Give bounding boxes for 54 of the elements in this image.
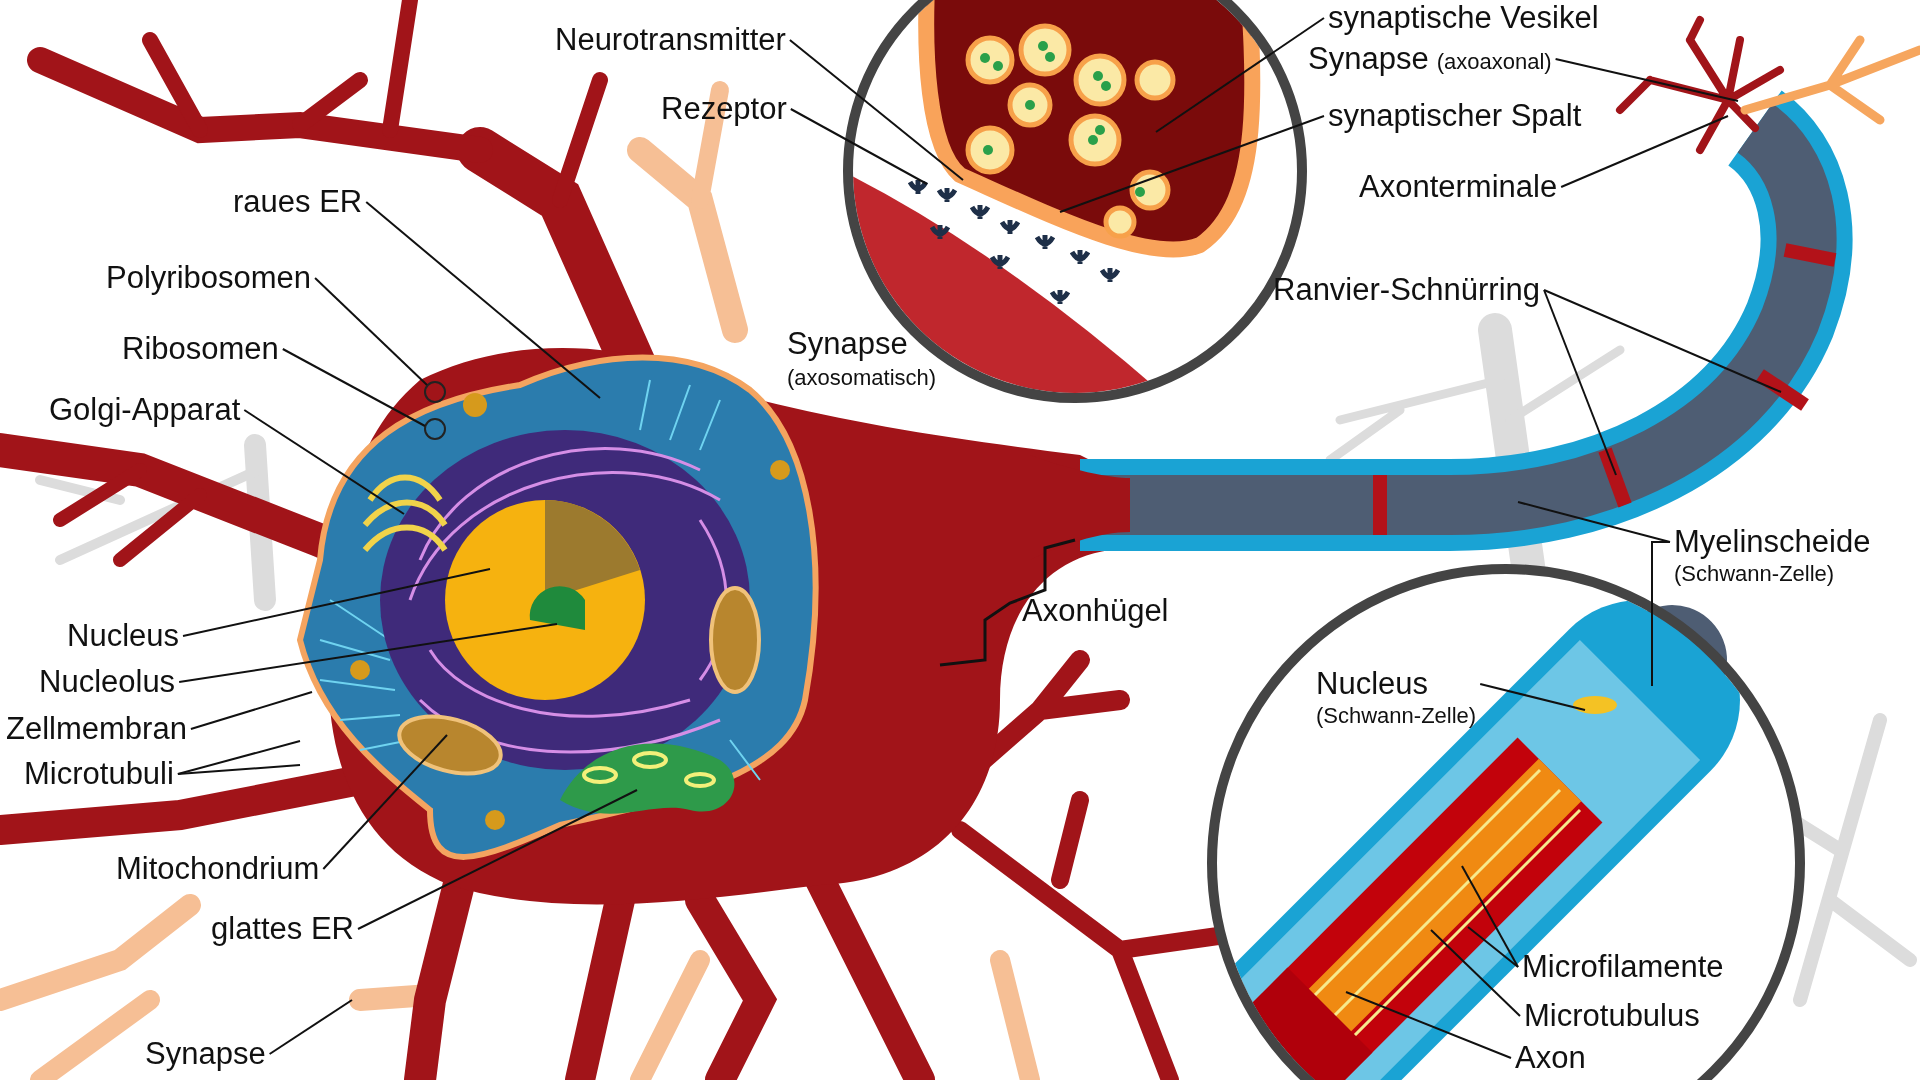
part-sublabel: (Schwann-Zelle) bbox=[1316, 702, 1477, 730]
part-label: Ranvier-Schnürring bbox=[1273, 272, 1541, 308]
part-label: Synapse bbox=[787, 326, 908, 362]
leader-line bbox=[357, 789, 638, 930]
part-label: Rezeptor bbox=[661, 91, 787, 127]
leader-line bbox=[1461, 865, 1519, 968]
leader-line bbox=[322, 734, 448, 870]
part-label: Nucleus bbox=[1316, 666, 1429, 702]
part-label: Microfilamente bbox=[1522, 949, 1724, 985]
part-label: Axonhügel bbox=[1022, 593, 1169, 629]
leader-line bbox=[1560, 115, 1729, 188]
leader-line bbox=[1554, 58, 1739, 102]
part-label: Microtubulus bbox=[1524, 998, 1700, 1034]
part-label: Polyribosomen bbox=[106, 260, 312, 296]
part-label: Myelinscheide bbox=[1674, 524, 1871, 560]
part-label: Golgi-Apparat bbox=[49, 392, 241, 428]
leader-line bbox=[189, 691, 313, 730]
leader-line bbox=[788, 39, 964, 181]
part-label: raues ER bbox=[233, 184, 363, 220]
leader-line bbox=[1651, 541, 1671, 687]
leader-line bbox=[1155, 17, 1325, 133]
leader-line bbox=[789, 108, 928, 185]
leader-line bbox=[1543, 289, 1617, 476]
part-label: Neurotransmitter bbox=[555, 22, 786, 58]
part-label: Synapse bbox=[145, 1036, 266, 1072]
part-sublabel: (axoaxonal) bbox=[1436, 48, 1552, 76]
leader-line bbox=[268, 999, 353, 1055]
leader-line bbox=[182, 568, 491, 637]
part-sublabel: (Schwann-Zelle) bbox=[1674, 560, 1836, 588]
leader-line bbox=[281, 348, 426, 427]
part-label: Axon bbox=[1515, 1040, 1586, 1076]
leader-line bbox=[1517, 501, 1671, 543]
part-label: Nucleolus bbox=[39, 664, 176, 700]
part-label: Synapse bbox=[1308, 41, 1429, 77]
part-label: Mitochondrium bbox=[116, 851, 320, 887]
leader-line bbox=[176, 764, 301, 775]
leader-line bbox=[1543, 289, 1782, 393]
part-sublabel: (axosomatisch) bbox=[787, 364, 937, 392]
part-label: Nucleus bbox=[67, 618, 179, 654]
part-label: synaptische Vesikel bbox=[1328, 0, 1599, 36]
part-label: synaptischer Spalt bbox=[1328, 98, 1582, 134]
part-label: Zellmembran bbox=[6, 711, 187, 747]
part-label: glattes ER bbox=[211, 911, 354, 947]
leader-line bbox=[1479, 683, 1586, 711]
leader-line bbox=[365, 201, 601, 399]
leader-line bbox=[1345, 991, 1512, 1059]
leader-line bbox=[243, 409, 405, 515]
leader-line bbox=[314, 277, 428, 386]
leader-line bbox=[1430, 929, 1521, 1017]
part-label: Microtubuli bbox=[24, 756, 174, 792]
part-label: Ribosomen bbox=[122, 331, 279, 367]
leader-line bbox=[178, 623, 558, 683]
part-label: Axonterminale bbox=[1359, 169, 1558, 205]
leader-line bbox=[1467, 926, 1519, 968]
